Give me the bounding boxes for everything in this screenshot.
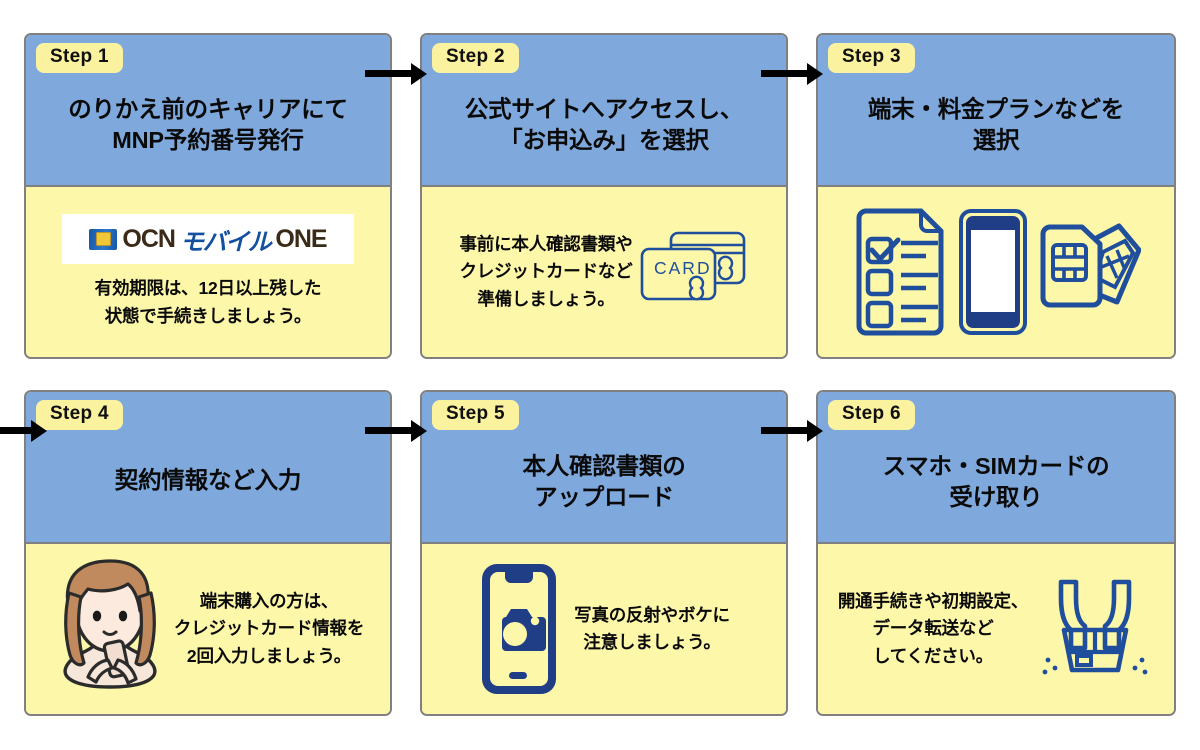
step-note-2: 事前に本人確認書類や クレジットカードなど 準備しましょう。 (459, 234, 633, 309)
step-card-6: Step 6 スマホ・SIMカードの 受け取り 開通手続きや初期設定、 データ転… (816, 390, 1176, 716)
step-card-1-body: OCN モバイル ONE 有効期限は、12日以上残した 状態で手続きしましょう。 (26, 187, 390, 357)
sim-chip-icon (89, 228, 118, 250)
step-badge-1: Step 1 (36, 43, 123, 73)
step-title-5: 本人確認書類の アップロード (522, 453, 686, 510)
step-card-1: Step 1 のりかえ前のキャリアにて MNP予約番号発行 OCN モバイル O… (24, 33, 392, 359)
step-card-2-header: Step 2 公式サイトへアクセスし、 「お申込み」を選択 (422, 35, 786, 187)
step-badge-3: Step 3 (828, 43, 915, 73)
step-card-2-body: 事前に本人確認書類や クレジットカードなど 準備しましょう。 CARD (422, 187, 786, 357)
step-card-6-header: Step 6 スマホ・SIMカードの 受け取り (818, 392, 1174, 544)
step-title-6: スマホ・SIMカードの 受け取り (882, 453, 1110, 510)
logo-text-ocn: OCN (122, 224, 176, 253)
step-note-6: 開通手続きや初期設定、 データ転送など してください。 (837, 591, 1029, 666)
logo-text-mobile: モバイル (179, 228, 272, 256)
step-card-6-body: 開通手続きや初期設定、 データ転送など してください。 (818, 544, 1174, 714)
step-card-5-body: 写真の反射やボケに 注意しましょう。 (422, 544, 786, 714)
hands-holding-box-icon (1042, 579, 1148, 675)
step-badge-5: Step 5 (432, 400, 519, 430)
card-icon-label: CARD (654, 258, 712, 278)
checklist-phone-sim-icons (818, 208, 1174, 336)
ocn-mobile-one-logo: OCN モバイル ONE (62, 214, 354, 265)
step-card-4-header: Step 4 契約情報など入力 (26, 392, 390, 544)
step-badge-4: Step 4 (36, 400, 123, 430)
woman-with-phone-illustration (63, 559, 157, 689)
step-title-2: 公式サイトへアクセスし、 「お申込み」を選択 (464, 96, 744, 153)
step-card-3: Step 3 端末・料金プランなどを 選択 (816, 33, 1176, 359)
step-card-1-header: Step 1 のりかえ前のキャリアにて MNP予約番号発行 (26, 35, 390, 187)
step-title-1: のりかえ前のキャリアにて MNP予約番号発行 (68, 96, 348, 153)
smartphone-icon (959, 209, 1027, 335)
step-badge-2: Step 2 (432, 43, 519, 73)
step-card-4: Step 4 契約情報など入力 端末購入の (24, 390, 392, 716)
sim-cards-icon (1040, 223, 1141, 308)
step-title-3: 端末・料金プランなどを 選択 (867, 96, 1125, 153)
step-badge-6: Step 6 (828, 400, 915, 430)
phone-camera-icon (482, 564, 557, 694)
step-card-5-header: Step 5 本人確認書類の アップロード (422, 392, 786, 544)
step-card-2: Step 2 公式サイトへアクセスし、 「お申込み」を選択 事前に本人確認書類や… (420, 33, 788, 359)
step-card-4-body: 端末購入の方は、 クレジットカード情報を 2回入力しましょう。 (26, 544, 390, 714)
step-card-3-header: Step 3 端末・料金プランなどを 選択 (818, 35, 1174, 187)
credit-card-icon: CARD (640, 231, 745, 301)
checklist-document-icon (856, 208, 944, 336)
logo-text-one: ONE (275, 224, 327, 253)
step-card-5: Step 5 本人確認書類の アップロード 写真の反射やボケに 注意しましょう。 (420, 390, 788, 716)
step-note-4: 端末購入の方は、 クレジットカード情報を 2回入力しましょう。 (173, 591, 365, 666)
step-note-5: 写真の反射やボケに 注意しましょう。 (574, 604, 730, 652)
step-title-4: 契約情報など入力 (114, 466, 302, 493)
step-card-3-body (818, 187, 1174, 357)
step-note-1: 有効期限は、12日以上残した 状態で手続きしましょう。 (94, 278, 322, 326)
